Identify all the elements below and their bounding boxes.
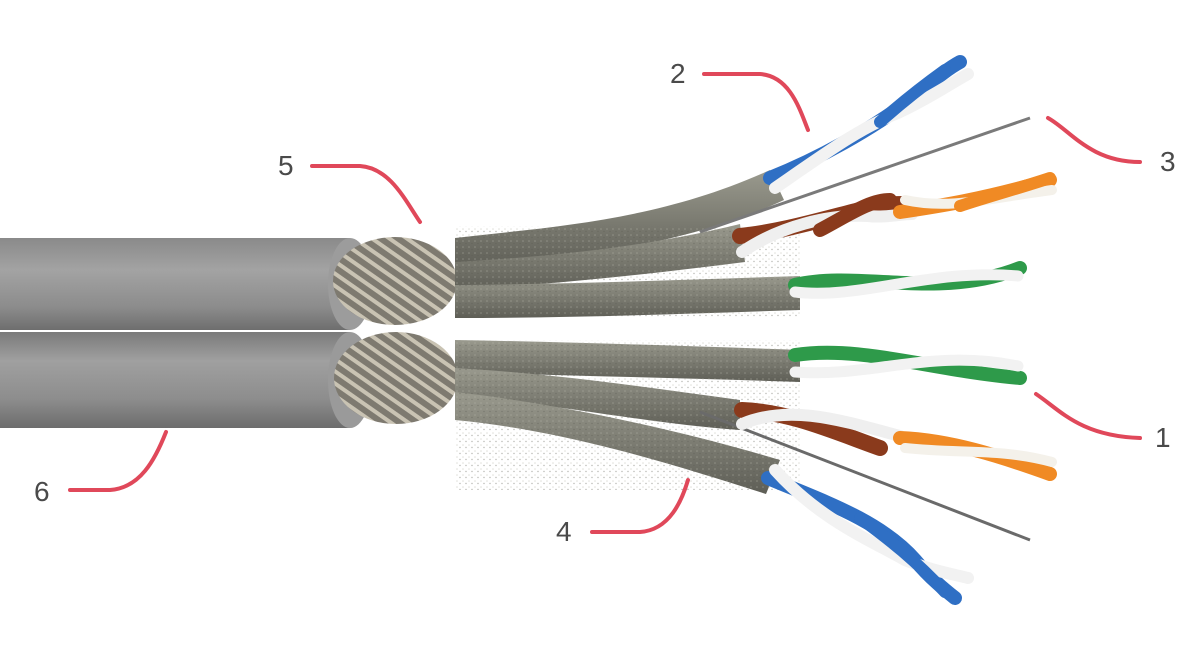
callout-label-3: 3 [1160, 146, 1176, 177]
upper-drain-wire [699, 116, 1031, 234]
leader-line-2 [702, 72, 810, 132]
leader-line-3 [1046, 116, 1142, 164]
upper-cable [0, 170, 800, 330]
callout-label-2: 2 [670, 58, 686, 89]
leader-line-6 [68, 430, 168, 492]
leader-line-4 [590, 478, 690, 534]
upper-pair-green [788, 261, 1027, 299]
leader-line-1 [1034, 392, 1142, 440]
callout-label-4: 4 [556, 516, 572, 547]
callout-label-6: 6 [34, 476, 50, 507]
upper-jacket [0, 238, 350, 330]
lower-pair-brown [734, 402, 906, 456]
leader-line-5 [310, 164, 422, 224]
lower-jacket [0, 332, 350, 428]
lower-pair-orange [893, 431, 1057, 481]
callout-label-5: 5 [278, 150, 294, 181]
callout-label-1: 1 [1155, 422, 1171, 453]
lower-cable [0, 332, 800, 494]
lower-pair-green [788, 345, 1027, 385]
lower-braid-shield [334, 332, 458, 424]
upper-pair-blue [763, 55, 974, 194]
upper-pair-orange [893, 172, 1057, 219]
lower-pair-blue [761, 464, 974, 605]
lower-drain-wire [699, 410, 1031, 542]
upper-braid-shield [333, 237, 457, 325]
